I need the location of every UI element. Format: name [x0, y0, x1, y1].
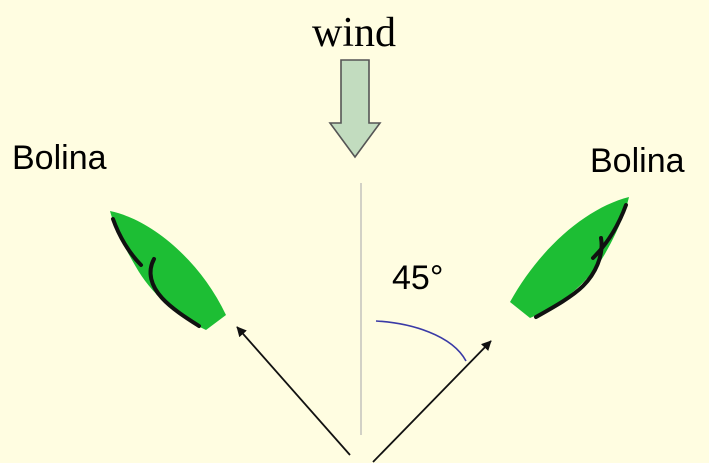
right-boat	[510, 197, 629, 319]
left-boat	[110, 211, 226, 330]
starboard-course-arrow	[372, 340, 492, 463]
left-boat-hull	[110, 211, 226, 330]
right-boat-jib	[591, 203, 628, 260]
left-boat-label: Bolina	[12, 139, 107, 177]
right-boat-hull	[510, 197, 629, 318]
wind-arrow-icon	[328, 59, 382, 159]
angle-arc	[375, 320, 467, 362]
port-course-arrow	[236, 326, 351, 456]
left-boat-mainsail	[148, 257, 201, 328]
right-boat-mainsail	[534, 236, 604, 319]
angle-label: 45°	[392, 259, 444, 297]
wind-label: wind	[312, 10, 396, 56]
left-boat-jib	[111, 217, 143, 267]
right-boat-label: Bolina	[590, 142, 685, 180]
